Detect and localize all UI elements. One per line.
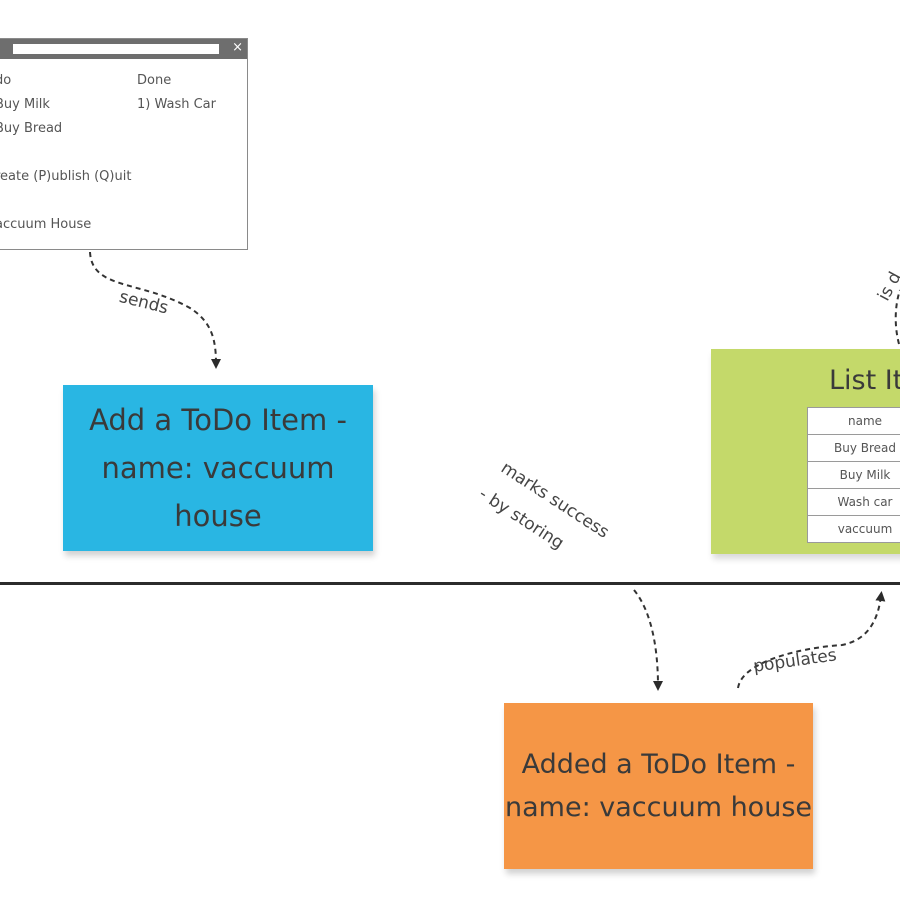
table-row: vaccuum bbox=[807, 515, 900, 543]
item-input: accuum House bbox=[0, 217, 92, 232]
table-cell: name bbox=[807, 407, 900, 435]
command-sticky: Add a ToDo Item - name: vaccuum house bbox=[63, 385, 373, 551]
wireframe-address-bar bbox=[13, 44, 219, 54]
event-sticky-text: Added a ToDo Item - name: vaccuum house bbox=[505, 749, 812, 823]
event-sticky: Added a ToDo Item - name: vaccuum house bbox=[504, 703, 813, 869]
ui-wireframe: × do Done Buy Milk 1) Wash Car Buy Bread… bbox=[0, 38, 248, 250]
todo-item: Buy Milk bbox=[0, 97, 50, 112]
read-model-sticky: List It name Buy Bread Buy Milk Wash car… bbox=[711, 349, 900, 554]
todo-heading: do bbox=[0, 73, 12, 88]
command-menu: reate (P)ublish (Q)uit bbox=[0, 169, 132, 184]
table-cell: Wash car bbox=[807, 488, 900, 516]
done-heading: Done bbox=[137, 73, 172, 88]
read-model-title: List It bbox=[829, 365, 900, 396]
sends-arrow bbox=[89, 251, 221, 369]
wireframe-titlebar: × bbox=[0, 39, 247, 59]
done-item: 1) Wash Car bbox=[137, 97, 216, 112]
close-icon: × bbox=[232, 40, 243, 55]
marks-success-arrow bbox=[633, 589, 663, 691]
table-row: Wash car bbox=[807, 488, 900, 516]
is-displayed-arrow bbox=[894, 289, 900, 345]
populates-arrow bbox=[737, 591, 886, 689]
todo-item: Buy Bread bbox=[0, 121, 63, 136]
table-cell: vaccuum bbox=[807, 515, 900, 543]
timeline-divider bbox=[0, 582, 900, 585]
command-sticky-text: Add a ToDo Item - name: vaccuum house bbox=[89, 403, 347, 533]
table-row: name bbox=[807, 407, 900, 435]
read-model-table: name Buy Bread Buy Milk Wash car vaccuum bbox=[807, 407, 900, 543]
table-row: Buy Bread bbox=[807, 434, 900, 462]
table-cell: Buy Bread bbox=[807, 434, 900, 462]
